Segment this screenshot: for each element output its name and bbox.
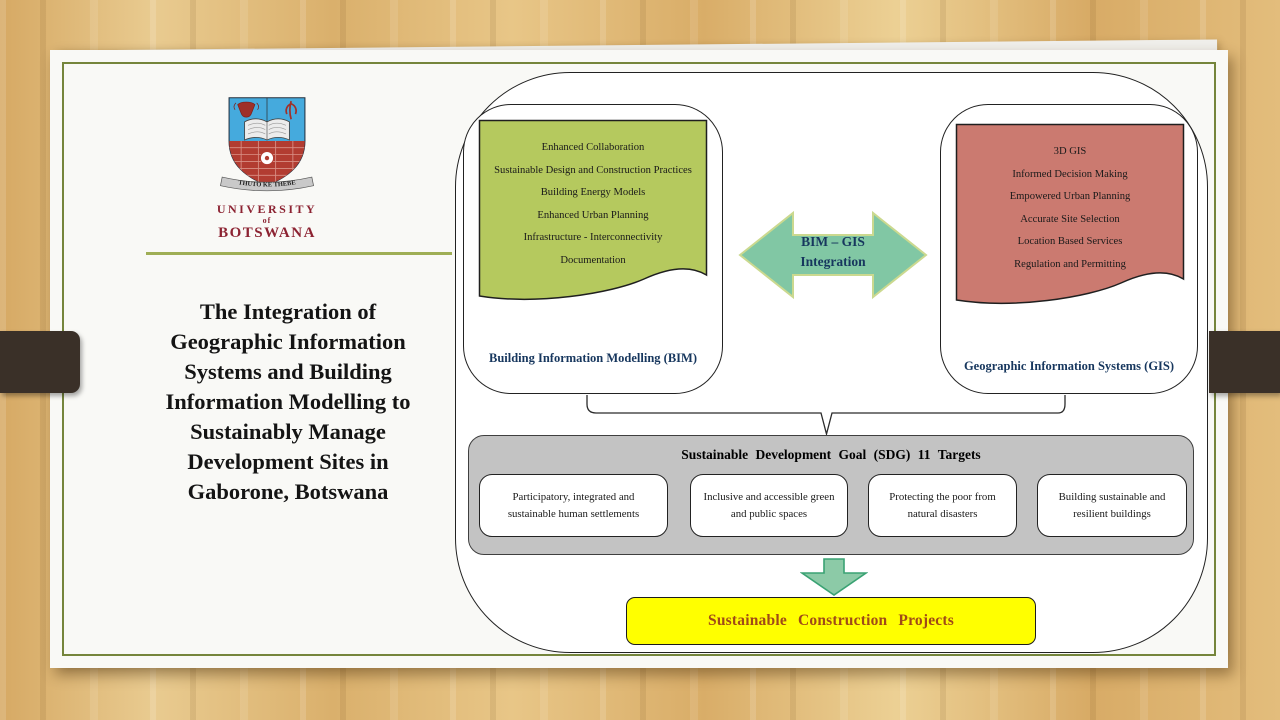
gis-items: 3D GIS Informed Decision Making Empowere… [955,141,1185,277]
bim-panel: Enhanced Collaboration Sustainable Desig… [463,104,723,394]
bim-item: Enhanced Urban Planning [537,209,649,221]
bim-gis-double-arrow-icon [738,210,928,300]
bim-items: Enhanced Collaboration Sustainable Desig… [478,137,708,273]
gis-label: Geographic Information Systems (GIS) [963,359,1175,373]
title-line: Development Sites in [187,449,389,474]
crest-icon: THUTO KE THEBE [220,97,314,192]
title-divider-line [146,252,452,255]
bull-icon [233,101,259,118]
gis-item: Informed Decision Making [1012,168,1128,180]
bim-item: Sustainable Design and Construction Prac… [494,164,692,176]
gis-item: 3D GIS [1053,146,1087,157]
university-of-botswana-logo: THUTO KE THEBE UNIVERSITY of BOTSWANA [207,96,327,242]
bim-item: Building Energy Models [540,187,646,199]
outcome-box: Sustainable Construction Projects [626,597,1036,645]
gis-item: Regulation and Permitting [1014,258,1126,270]
logo-of-text: of [262,216,272,225]
gis-document-shape [955,123,1185,304]
sdg-targets-box: Sustainable Development Goal (SDG) 11 Ta… [468,435,1194,555]
sdg-header: Sustainable Development Goal (SDG) 11 Ta… [681,447,981,462]
svg-text:THUTO KE THEBE: THUTO KE THEBE [238,179,296,188]
logo-university-text: UNIVERSITY [216,202,318,216]
sorghum-plant-icon [285,100,297,120]
down-arrow-icon [800,558,868,596]
motto-text: THUTO KE THEBE [238,179,296,188]
gis-item: Accurate Site Selection [1020,213,1120,225]
arrow-label-line2: Integration [800,254,866,269]
bracket-connector [586,395,1066,437]
bim-item: Documentation [560,254,626,266]
diagram-frame: Enhanced Collaboration Sustainable Desig… [455,72,1208,653]
sdg-target-card: Protecting the poor from natural disaste… [868,474,1017,537]
ribbon-band-left [0,331,80,393]
ribbon-band-right [1209,331,1280,393]
title-line: Systems and Building [184,359,392,384]
sdg-target-card: Inclusive and accessible green and publi… [690,474,848,537]
integration-arrow-label: BIM – GIS Integration [737,232,929,272]
arrow-label-line1: BIM – GIS [801,234,865,249]
title-line: The Integration of [199,299,377,324]
sdg-target-card: Participatory, integrated and sustainabl… [479,474,668,537]
slide-title: The Integration of Geographic Informatio… [108,297,468,507]
rosette-icon [260,151,274,165]
sdg-target-card: Building sustainable and resilient build… [1037,474,1187,537]
bim-label: Building Information Modelling (BIM) [488,351,697,365]
motto-banner [220,176,314,192]
gis-item: Empowered Urban Planning [1009,191,1131,203]
gis-item: Location Based Services [1017,236,1123,248]
bim-item: Infrastructure - Interconnectivity [523,232,663,244]
bim-document-shape [478,119,708,300]
title-line: Information Modelling to [165,389,411,414]
title-line: Sustainably Manage [190,419,386,444]
title-line: Gaborone, Botswana [187,479,389,504]
logo-botswana-text: BOTSWANA [218,225,316,241]
bim-item: Enhanced Collaboration [541,142,645,153]
gis-panel: 3D GIS Informed Decision Making Empowere… [940,104,1198,394]
title-line: Geographic Information [170,329,406,354]
sdg-targets-row: Participatory, integrated and sustainabl… [469,474,1193,537]
